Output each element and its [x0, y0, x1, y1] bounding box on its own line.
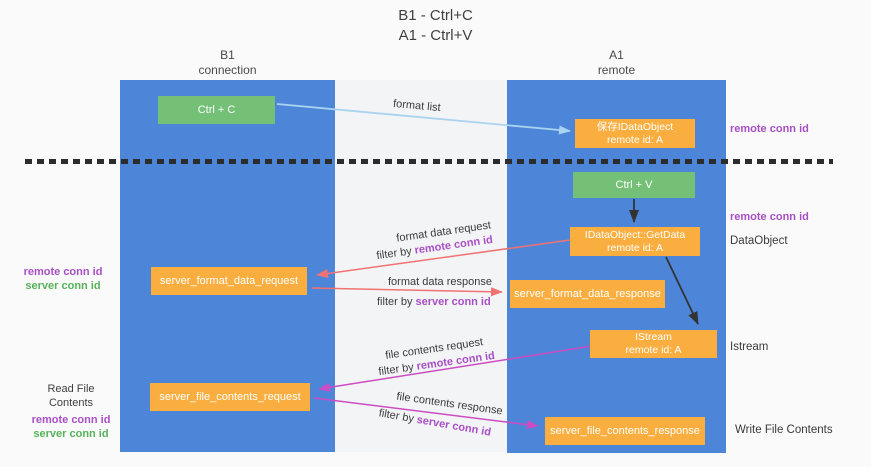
node-idataobject-getdata-line2: remote id: A: [606, 241, 664, 254]
node-server-format-data-request: server_format_data_request: [151, 267, 307, 295]
label-server-conn-id-left-2: server conn id: [33, 428, 109, 440]
node-server-format-data-response-label: server_format_data_response: [514, 288, 661, 300]
node-server-file-contents-response-label: server_file_contents_response: [550, 425, 700, 437]
label-remote-conn-id-left-1: remote conn id: [23, 266, 103, 278]
title-line-2: A1 - Ctrl+V: [398, 27, 473, 44]
label-istream: Istream: [730, 341, 769, 353]
lane-right-header: A1 remote: [507, 48, 726, 78]
node-ctrl-c: Ctrl + C: [158, 96, 275, 124]
node-save-idataobject-line2: remote id: A: [606, 133, 664, 146]
title-line-1: B1 - Ctrl+C: [398, 7, 473, 24]
node-server-file-contents-request: server_file_contents_request: [150, 383, 310, 411]
node-save-idataobject-line1: 保存IDataObject: [596, 120, 674, 133]
lane-left-header: B1 connection: [120, 48, 335, 78]
lane-right-name: A1: [609, 48, 624, 62]
node-ctrl-v-label: Ctrl + V: [615, 179, 653, 191]
node-server-format-data-request-label: server_format_data_request: [159, 275, 299, 287]
label-dataobject: DataObject: [730, 235, 788, 247]
page-title: B1 - Ctrl+C A1 - Ctrl+V: [0, 6, 871, 46]
label-remote-conn-id-left-2: remote conn id: [31, 414, 111, 426]
phase-separator-dashed-line: [25, 159, 833, 164]
node-istream-line2: remote id: A: [625, 344, 682, 356]
node-save-idataobject: 保存IDataObject remote id: A: [575, 119, 695, 148]
node-istream: IStream remote id: A: [590, 330, 717, 358]
label-filter-by-server-1: filter by server conn id: [377, 296, 491, 308]
lane-left-name: B1: [220, 48, 235, 62]
label-format-data-response: format data response: [388, 276, 492, 288]
label-server-conn-id-left-1: server conn id: [25, 280, 101, 292]
label-remote-conn-id-top-right: remote conn id: [730, 123, 809, 135]
lane-left-role: connection: [198, 63, 257, 77]
left-conn-id-group-2: Read File Contents remote conn id server…: [24, 382, 118, 441]
label-write-file-contents: Write File Contents: [735, 424, 833, 436]
node-ctrl-c-label: Ctrl + C: [197, 104, 236, 116]
filter-prefix: filter by: [377, 296, 416, 308]
node-server-file-contents-response: server_file_contents_response: [545, 417, 705, 445]
lane-right-role: remote: [597, 63, 636, 77]
node-istream-line1: IStream: [635, 331, 672, 343]
filter-value-server-conn-id: server conn id: [415, 296, 491, 308]
left-conn-id-group-1: remote conn id server conn id: [20, 265, 106, 293]
node-server-file-contents-request-label: server_file_contents_request: [159, 391, 301, 403]
label-read-file-contents: Read File Contents: [47, 383, 95, 409]
label-remote-conn-id-mid-right: remote conn id: [730, 211, 809, 223]
node-idataobject-getdata-line1: IDataObject::GetData: [584, 228, 686, 241]
node-idataobject-getdata: IDataObject::GetData remote id: A: [570, 227, 700, 256]
node-ctrl-v: Ctrl + V: [573, 172, 695, 198]
node-server-format-data-response: server_format_data_response: [510, 280, 665, 308]
